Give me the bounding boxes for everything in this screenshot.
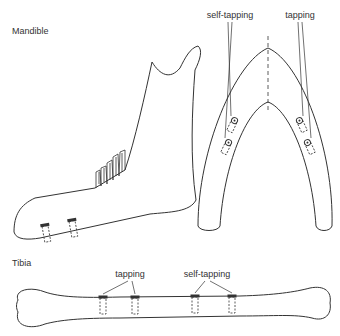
tibia-bone bbox=[17, 287, 331, 326]
part-label: tapping bbox=[285, 10, 315, 21]
teeth bbox=[96, 150, 125, 188]
part-label: Tibia bbox=[12, 258, 31, 269]
part-label: tapping bbox=[115, 269, 145, 280]
mandible-side bbox=[14, 46, 201, 239]
part-label: self-tapping bbox=[207, 10, 254, 21]
part-label: Mandible bbox=[12, 26, 49, 37]
part-label: self-tapping bbox=[184, 269, 231, 280]
mandible-top bbox=[198, 48, 332, 231]
midline bbox=[268, 36, 269, 112]
leader-lines bbox=[103, 22, 311, 294]
